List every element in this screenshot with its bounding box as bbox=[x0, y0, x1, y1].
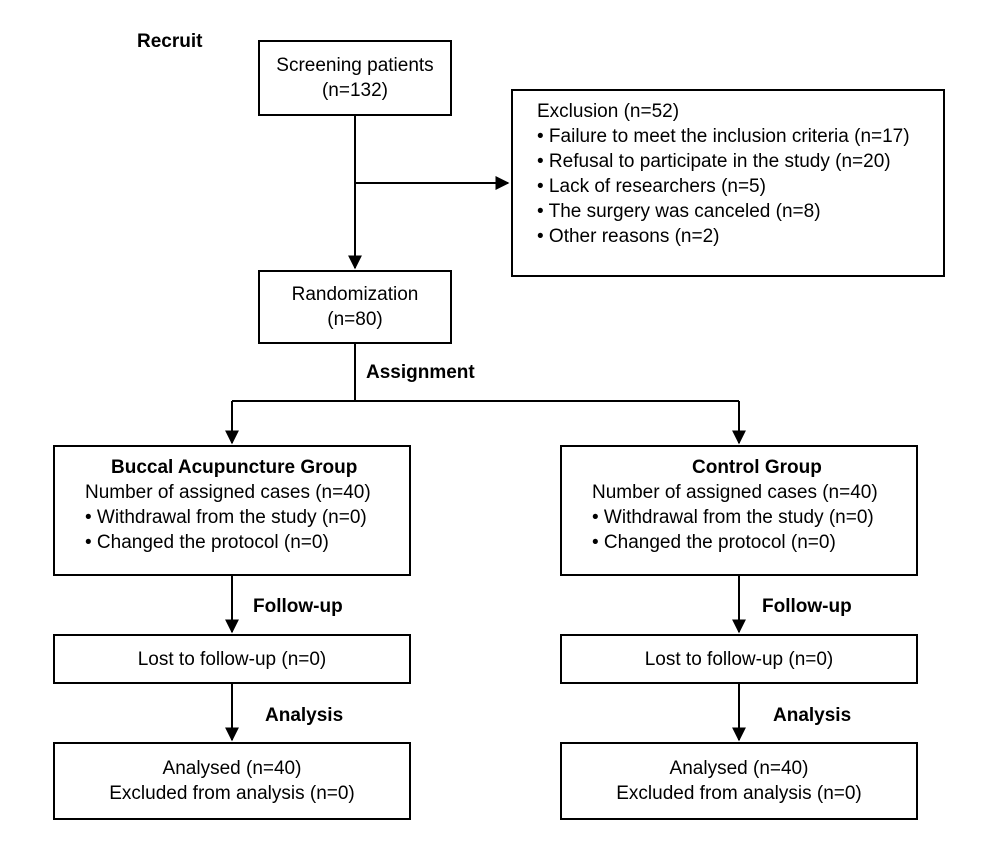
randomization-box: Randomization (n=80) bbox=[258, 270, 452, 344]
intervention-analysis-box: Analysed (n=40) Excluded from analysis (… bbox=[53, 742, 411, 820]
intervention-group-title: Buccal Acupuncture Group bbox=[111, 457, 358, 478]
screening-title: Screening patients bbox=[276, 55, 434, 76]
exclusion-title: Exclusion (n=52) bbox=[537, 101, 680, 122]
stage-label-follow-up-left: Follow-up bbox=[253, 596, 343, 617]
exclusion-item: • Refusal to participate in the study (n… bbox=[537, 151, 891, 172]
control-protocol: • Changed the protocol (n=0) bbox=[592, 532, 836, 553]
intervention-followup-box: Lost to follow-up (n=0) bbox=[53, 634, 411, 684]
intervention-protocol: • Changed the protocol (n=0) bbox=[85, 532, 329, 553]
control-analysed: Analysed (n=40) bbox=[669, 758, 809, 779]
intervention-withdrawal: • Withdrawal from the study (n=0) bbox=[85, 507, 367, 528]
control-assigned: Number of assigned cases (n=40) bbox=[592, 482, 878, 503]
intervention-excluded: Excluded from analysis (n=0) bbox=[109, 783, 355, 804]
randomization-count: (n=80) bbox=[327, 309, 383, 330]
intervention-assigned: Number of assigned cases (n=40) bbox=[85, 482, 371, 503]
stage-label-analysis-left: Analysis bbox=[265, 705, 344, 726]
exclusion-box: Exclusion (n=52) • Failure to meet the i… bbox=[511, 89, 945, 277]
exclusion-item: • Other reasons (n=2) bbox=[537, 226, 720, 247]
intervention-analysed: Analysed (n=40) bbox=[162, 758, 302, 779]
screening-count: (n=132) bbox=[321, 80, 389, 101]
stage-label-follow-up-right: Follow-up bbox=[762, 596, 852, 617]
stage-label-recruit: Recruit bbox=[137, 31, 203, 52]
stage-label-analysis-right: Analysis bbox=[773, 705, 852, 726]
control-group-box: Control Group Number of assigned cases (… bbox=[560, 445, 918, 576]
stage-label-assignment: Assignment bbox=[366, 362, 475, 383]
control-analysis-box: Analysed (n=40) Excluded from analysis (… bbox=[560, 742, 918, 820]
exclusion-item: • The surgery was canceled (n=8) bbox=[537, 201, 821, 222]
screening-box: Screening patients (n=132) bbox=[258, 40, 452, 116]
control-followup-box: Lost to follow-up (n=0) bbox=[560, 634, 918, 684]
control-excluded: Excluded from analysis (n=0) bbox=[616, 783, 862, 804]
randomization-title: Randomization bbox=[291, 284, 419, 305]
control-group-title: Control Group bbox=[692, 457, 822, 478]
intervention-group-box: Buccal Acupuncture Group Number of assig… bbox=[53, 445, 411, 576]
exclusion-item: • Failure to meet the inclusion criteria… bbox=[537, 126, 910, 147]
exclusion-item: • Lack of researchers (n=5) bbox=[537, 176, 766, 197]
intervention-lost: Lost to follow-up (n=0) bbox=[137, 648, 327, 670]
control-lost: Lost to follow-up (n=0) bbox=[644, 648, 834, 670]
control-withdrawal: • Withdrawal from the study (n=0) bbox=[592, 507, 874, 528]
